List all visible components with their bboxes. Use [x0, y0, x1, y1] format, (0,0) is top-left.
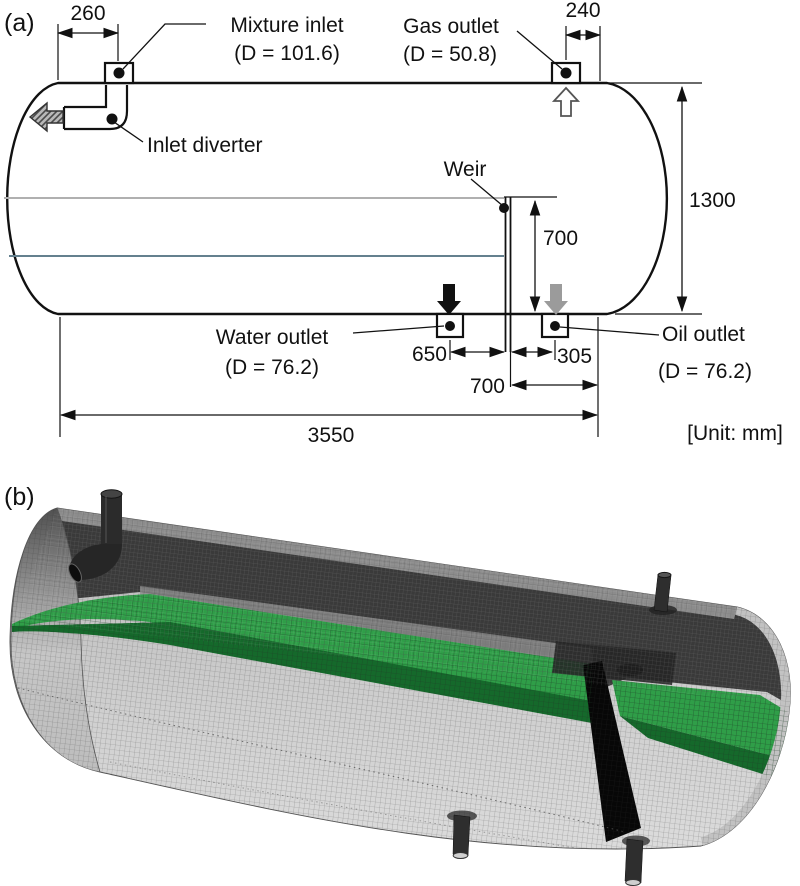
gas-outlet-diameter: (D = 50.8) — [403, 43, 497, 66]
inlet-diverter-pipe — [62, 85, 129, 131]
dim-240-label: 240 — [565, 0, 600, 22]
dim-305-label: 305 — [557, 345, 592, 368]
leader-dots — [106, 67, 572, 331]
dim-1300-label: 1300 — [689, 189, 736, 212]
dimension-lines — [56, 27, 688, 421]
inlet-diverter-label: Inlet diverter — [147, 134, 263, 157]
dim-260-label: 260 — [70, 2, 105, 25]
water-outlet-diameter: (D = 76.2) — [225, 356, 319, 379]
inlet-flow-arrow-icon — [28, 101, 64, 133]
oil-outlet-label: Oil outlet — [662, 323, 745, 346]
dim-700-weir-label: 700 — [543, 227, 578, 250]
oil-flow-arrow-icon — [544, 284, 568, 315]
water-stub-3d — [447, 810, 477, 859]
panel-a-label: (a) — [4, 9, 35, 37]
weir-label: Weir — [444, 158, 487, 181]
inlet-pipe-3d — [68, 489, 123, 583]
mixture-inlet-label: Mixture inlet — [230, 14, 343, 37]
panel-a-schematic: (a) 260 Mixture inlet (D = 101.6) Gas ou… — [4, 0, 783, 447]
gas-stub-3d — [649, 571, 677, 615]
panel-b-mesh: (b) — [4, 483, 791, 886]
gas-flow-arrow-icon — [551, 86, 581, 117]
mesh-texture-highlight-lines — [12, 508, 786, 703]
unit-note: [Unit: mm] — [687, 422, 783, 445]
water-outlet-label: Water outlet — [216, 326, 329, 349]
dim-3550-label: 3550 — [308, 424, 355, 447]
weir-plate — [504, 196, 557, 387]
dim-650-label: 650 — [412, 343, 447, 366]
panel-b-label: (b) — [4, 483, 35, 511]
gas-outlet-label: Gas outlet — [403, 15, 499, 38]
dim-700-right-label: 700 — [470, 375, 505, 398]
water-flow-arrow-icon — [437, 284, 461, 315]
leader-lines — [113, 23, 660, 336]
oil-outlet-diameter: (D = 76.2) — [658, 360, 752, 383]
mixture-inlet-diameter: (D = 101.6) — [234, 42, 340, 65]
oil-stub-3d — [622, 835, 650, 886]
